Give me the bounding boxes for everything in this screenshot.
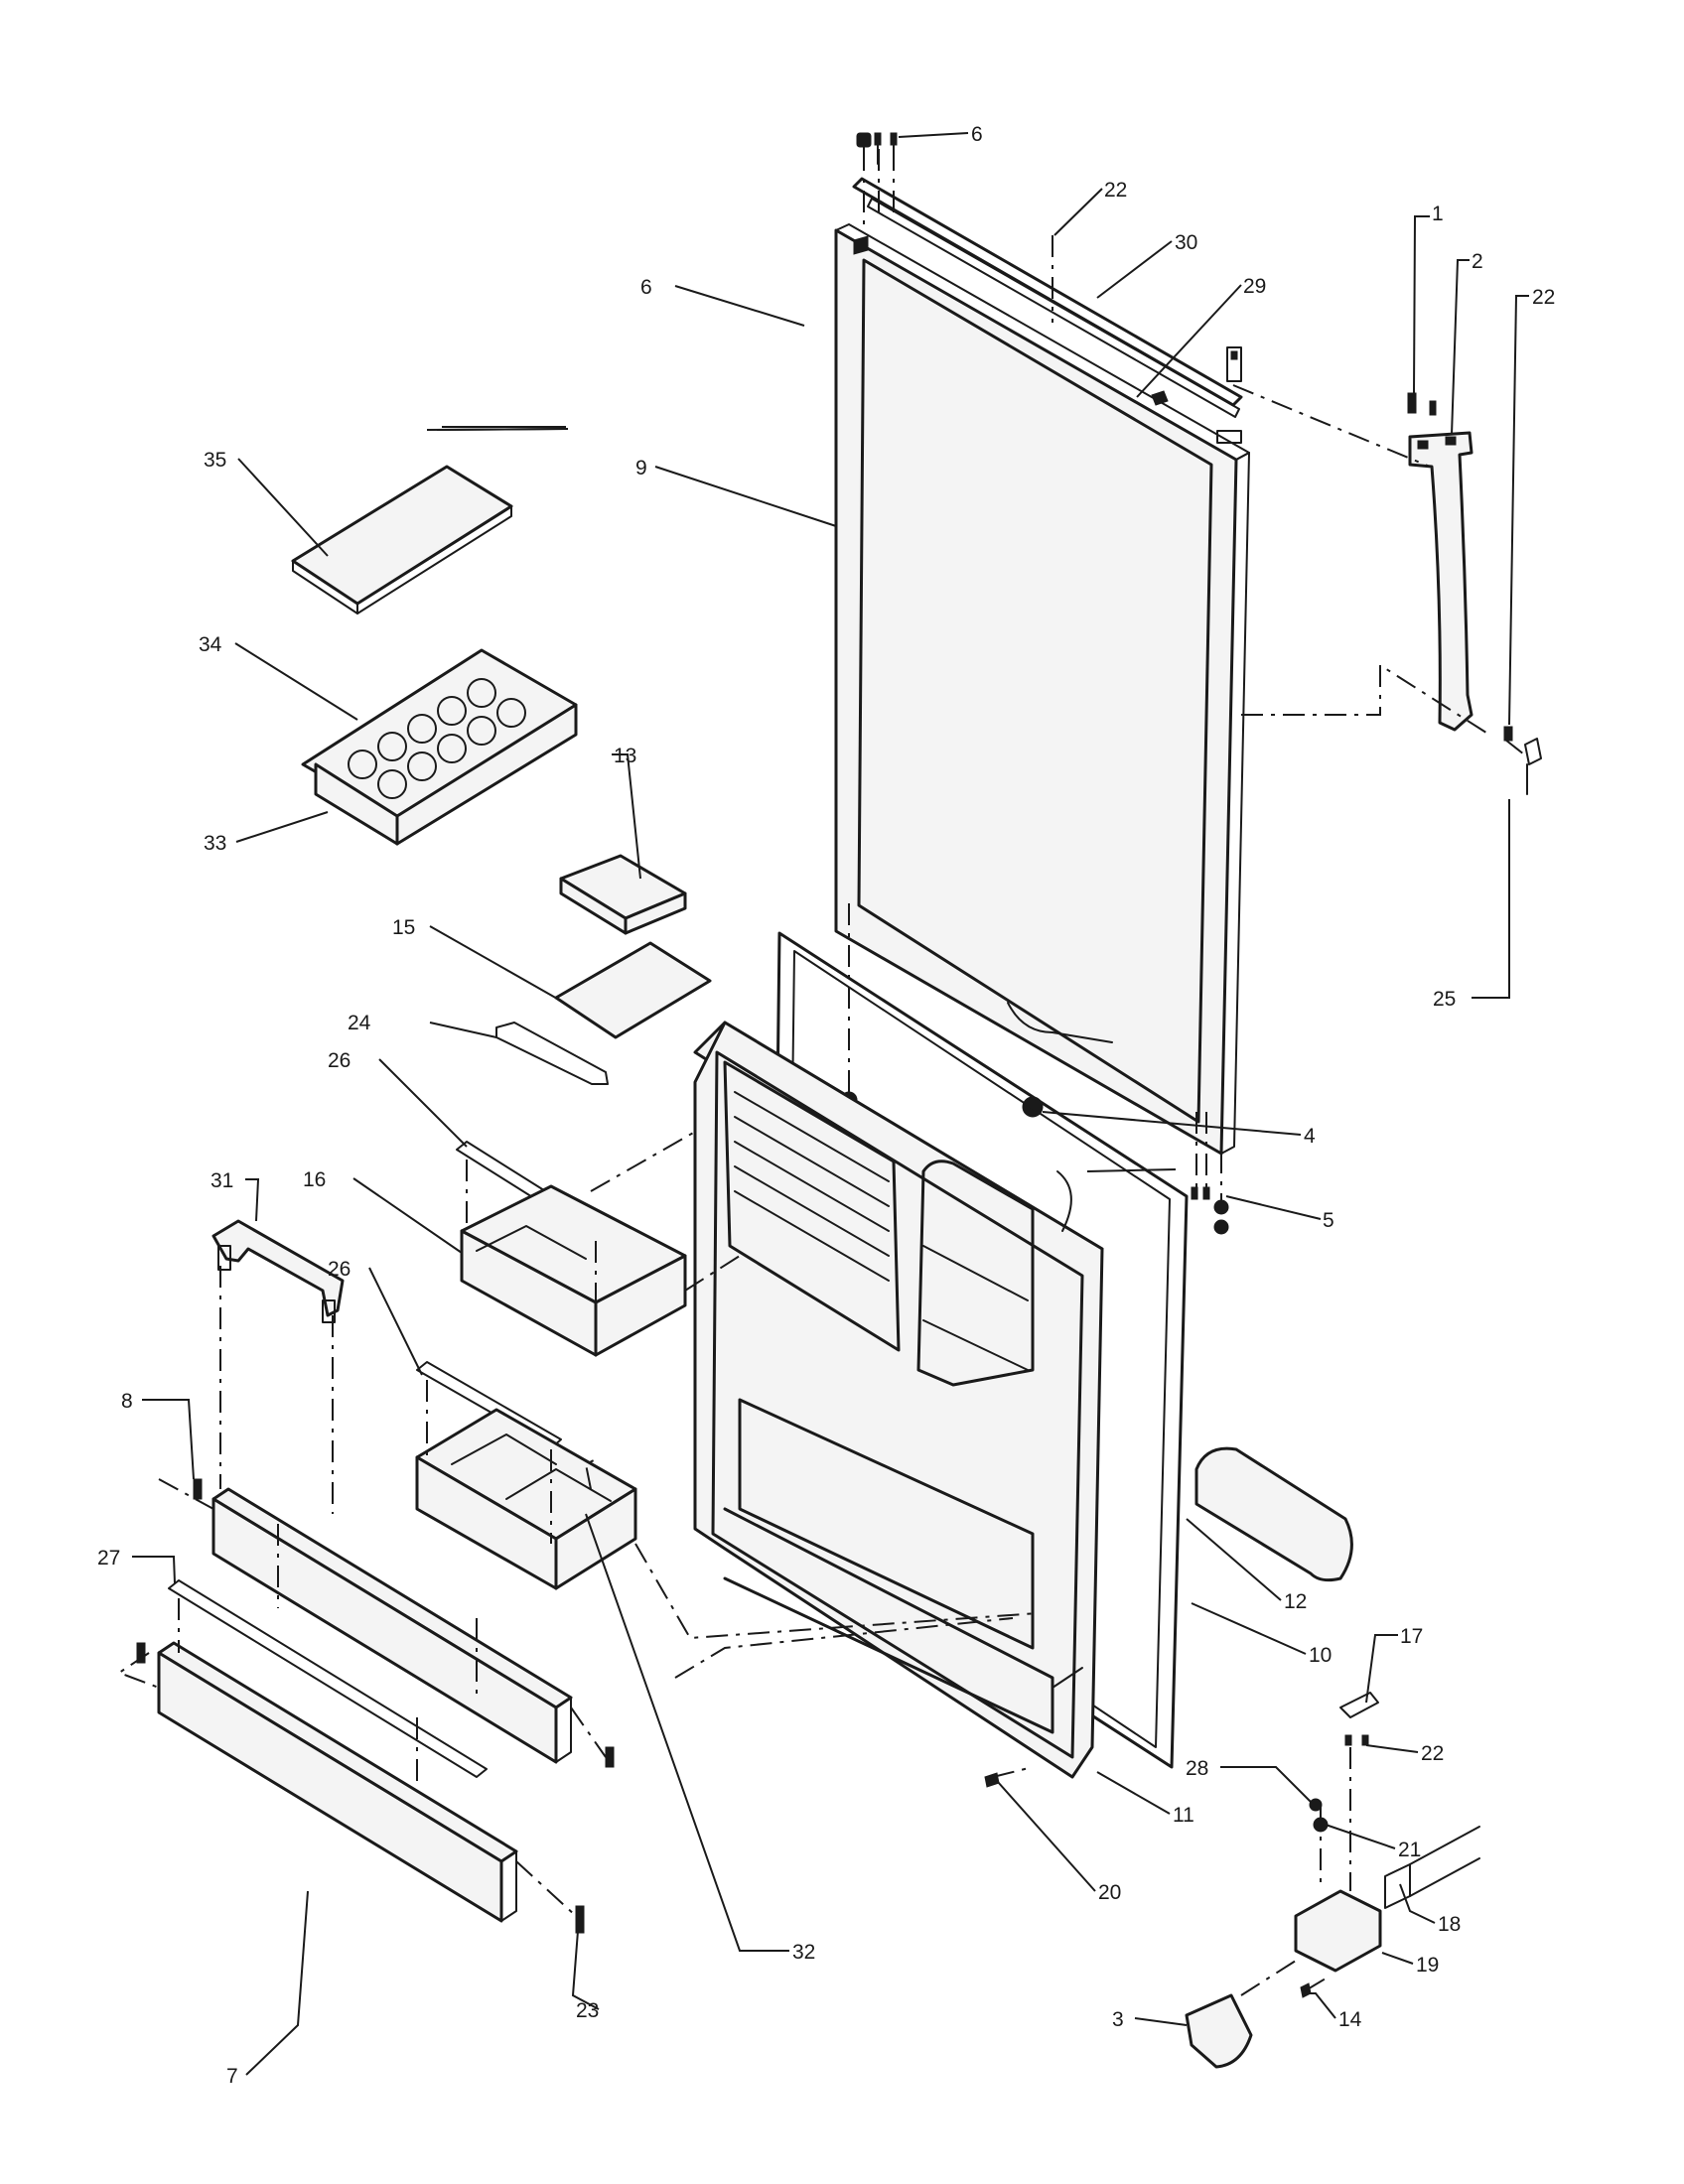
callout-9: 9 (635, 457, 647, 479)
callout-32: 32 (792, 1941, 815, 1964)
callout-1: 1 (1432, 203, 1444, 225)
callout-6-side: 6 (640, 276, 652, 299)
callout-4: 4 (1304, 1125, 1316, 1148)
ice-bin-cover (291, 465, 513, 614)
callout-labels: 6 22 30 29 1 2 22 6 9 35 34 33 13 25 4 5… (97, 123, 1555, 2088)
callout-5: 5 (1323, 1209, 1334, 1232)
handle-end-screws (1503, 726, 1542, 795)
callout-22-top: 22 (1104, 179, 1127, 202)
callout-26-low: 26 (328, 1258, 351, 1281)
callout-10: 10 (1309, 1644, 1332, 1667)
callout-34: 34 (199, 633, 222, 656)
callout-12: 12 (1284, 1590, 1307, 1613)
door-top-trim (852, 177, 1243, 418)
small-clips (575, 1772, 1000, 1934)
callout-30: 30 (1175, 231, 1197, 254)
callout-8: 8 (121, 1390, 133, 1413)
callout-13: 13 (614, 745, 636, 767)
callout-21: 21 (1398, 1839, 1421, 1861)
callout-31: 31 (210, 1169, 233, 1192)
callout-25: 25 (1433, 988, 1456, 1011)
bin-retainer-clip (211, 1219, 345, 1323)
door-handle (1407, 392, 1474, 732)
callout-3: 3 (1112, 2008, 1124, 2031)
callout-29: 29 (1243, 275, 1266, 298)
callout-24: 24 (348, 1012, 371, 1034)
callout-18: 18 (1438, 1913, 1461, 1936)
butter-dish (559, 854, 687, 935)
lower-door-bin (415, 1408, 637, 1590)
leader-lines (132, 132, 1529, 2076)
callout-26-top: 26 (328, 1049, 351, 1072)
callout-15: 15 (392, 916, 415, 939)
bottom-hinge-assembly (1185, 1692, 1480, 2069)
callout-7: 7 (226, 2065, 238, 2088)
callout-35: 35 (204, 449, 226, 472)
callout-17: 17 (1400, 1625, 1423, 1648)
callout-11: 11 (1173, 1804, 1194, 1827)
callout-23: 23 (576, 1999, 599, 2022)
door-shelf-upper (193, 1478, 615, 1768)
upper-hinge (1216, 346, 1242, 444)
assembly-lines (116, 149, 1525, 1996)
callout-33: 33 (204, 832, 226, 855)
callout-19: 19 (1416, 1954, 1439, 1977)
inner-door-liner (693, 1021, 1104, 1779)
dairy-cover-rail (495, 1022, 609, 1085)
callout-6-top: 6 (971, 123, 983, 146)
door-end-cap (1194, 1446, 1353, 1582)
upper-door-bin (460, 1184, 687, 1357)
callout-14: 14 (1338, 2008, 1362, 2031)
outer-door-panel (834, 223, 1250, 1156)
callout-16: 16 (303, 1168, 326, 1191)
callout-27: 27 (97, 1547, 120, 1570)
callout-2: 2 (1472, 250, 1483, 273)
dairy-door-cover (554, 941, 712, 1039)
callout-28: 28 (1186, 1757, 1208, 1780)
callout-22-hinge: 22 (1421, 1742, 1444, 1765)
callout-20: 20 (1098, 1881, 1121, 1904)
ice-tray (301, 648, 578, 846)
callout-22-handle: 22 (1532, 286, 1555, 309)
